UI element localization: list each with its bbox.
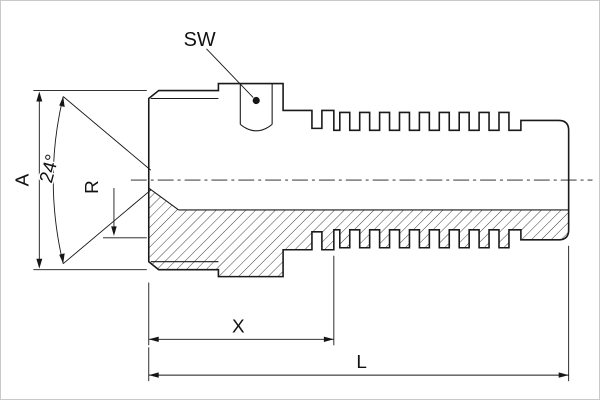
label-length-x: X [232,316,245,337]
l-arrow-left [148,372,159,378]
dimension-r: R [81,179,147,239]
dimension-l: L [148,245,570,382]
bore-void [148,180,569,210]
dimension-cone-angle: 24° [35,96,152,265]
r-arrow [111,226,117,236]
fitting-lower-profile [147,180,570,278]
section-view [148,180,569,277]
cone-extension-lower [62,189,152,265]
cone-face-line [148,187,179,211]
hex-face-arc [239,123,273,132]
fitting-outline [147,82,570,278]
sw-leader-line [206,48,254,98]
a-arrow-bottom [36,258,43,269]
cone-angle-arc [52,96,64,264]
fitting-upper-profile [147,82,570,181]
x-arrow-right [323,336,334,342]
callout-sw: SW [182,27,260,105]
hex-face-detail [239,83,273,132]
x-arrow-left [148,336,159,342]
label-length-l: L [356,352,367,373]
cone-arc-arrow-bottom [59,253,65,264]
label-radius-r: R [82,180,103,194]
cone-arc-arrow-top [59,96,65,107]
l-arrow-right [558,372,569,378]
label-diameter-a: A [12,173,33,186]
label-wrench-size: SW [184,29,216,51]
cone-extension-upper [62,96,152,171]
sw-leader-dot [252,96,260,105]
dimension-a: A [11,90,147,271]
label-cone-angle: 24° [36,152,64,185]
a-arrow-top [36,91,43,102]
dimension-x: X [148,255,335,346]
